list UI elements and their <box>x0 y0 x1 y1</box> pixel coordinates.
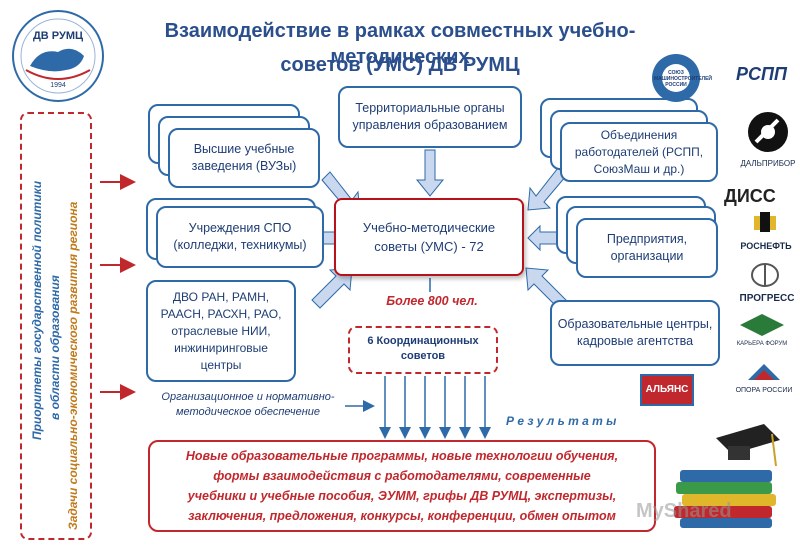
rosneft-logo: РОСНЕФТЬ <box>734 210 798 256</box>
opora-logo: ОПОРА РОССИИ <box>730 362 798 402</box>
employers-box: Объединения работодателей (РСПП, СоюзМаш… <box>560 122 718 182</box>
soyuz-logo-text: СОЮЗ МАШИНОСТРОИТЕЛЕЙ РОССИИ <box>654 70 713 88</box>
enterprises-box: Предприятия, организации <box>576 218 718 278</box>
results-line2: формы взаимодействия с работодателями, с… <box>213 469 591 483</box>
page-title-line2: советов (УМС) ДВ РУМЦ <box>280 54 520 76</box>
coord-councils-box <box>348 326 498 374</box>
results-line1: Новые образовательные программы, новые т… <box>185 449 619 463</box>
academies-box: ДВО РАН, РАМН, РААСН, РАСХН, РАО, отрасл… <box>146 280 296 382</box>
edu-centers-box: Образовательные центры, кадровые агентст… <box>550 300 720 366</box>
participants-count: Более 800 чел. <box>386 294 478 308</box>
priorities-panel <box>20 112 92 540</box>
logo-year: 1994 <box>50 82 66 89</box>
territorial-box: Территориальные органы управления образо… <box>338 86 522 148</box>
rspp-logo: РСПП <box>736 64 787 84</box>
soyuz-logo: СОЮЗ МАШИНОСТРОИТЕЛЕЙ РОССИИ <box>650 52 730 104</box>
coord-councils-text: 6 Координационных советов <box>367 335 479 362</box>
kariera-logo: КАРЬЕРА ФОРУМ <box>728 314 796 354</box>
dalpribor-label: ДАЛЬПРИБОР <box>740 159 796 168</box>
alliance-logo: АЛЬЯНС <box>640 374 694 406</box>
opora-label: ОПОРА РОССИИ <box>735 387 793 394</box>
drumc-logo: ДВ РУМЦ 1994 <box>10 8 106 104</box>
dalpribor-logo: ДАЛЬПРИБОР <box>740 110 796 178</box>
books-graduation-icon <box>674 424 780 528</box>
rosneft-label: РОСНЕФТЬ <box>740 241 792 251</box>
results-label: Р е з у л ь т а т ы <box>506 414 617 428</box>
progress-logo: ПРОГРЕСС <box>736 262 798 306</box>
logo-text: ДВ РУМЦ <box>32 30 84 42</box>
page-title-line1: Взаимодействие в рамках совместных учебн… <box>164 20 636 68</box>
watermark: MyShared <box>636 500 732 522</box>
results-line3: учебники и учебные пособия, ЭУММ, грифы … <box>187 489 617 503</box>
org-support-text: Организационное и нормативно-методическо… <box>161 391 335 418</box>
spo-box: Учреждения СПО (колледжи, техникумы) <box>156 206 324 268</box>
progress-label: ПРОГРЕСС <box>739 293 795 304</box>
diss-logo: ДИСС <box>724 186 776 206</box>
alliance-label: АЛЬЯНС <box>645 384 689 395</box>
ums-box: Учебно-методические советы (УМС) - 72 <box>334 198 524 276</box>
results-line4: заключения, предложения, конкурсы, конфе… <box>188 509 616 523</box>
kariera-label: КАРЬЕРА ФОРУМ <box>736 341 788 347</box>
universities-box: Высшие учебные заведения (ВУЗы) <box>168 128 320 188</box>
results-box: Новые образовательные программы, новые т… <box>148 440 656 532</box>
